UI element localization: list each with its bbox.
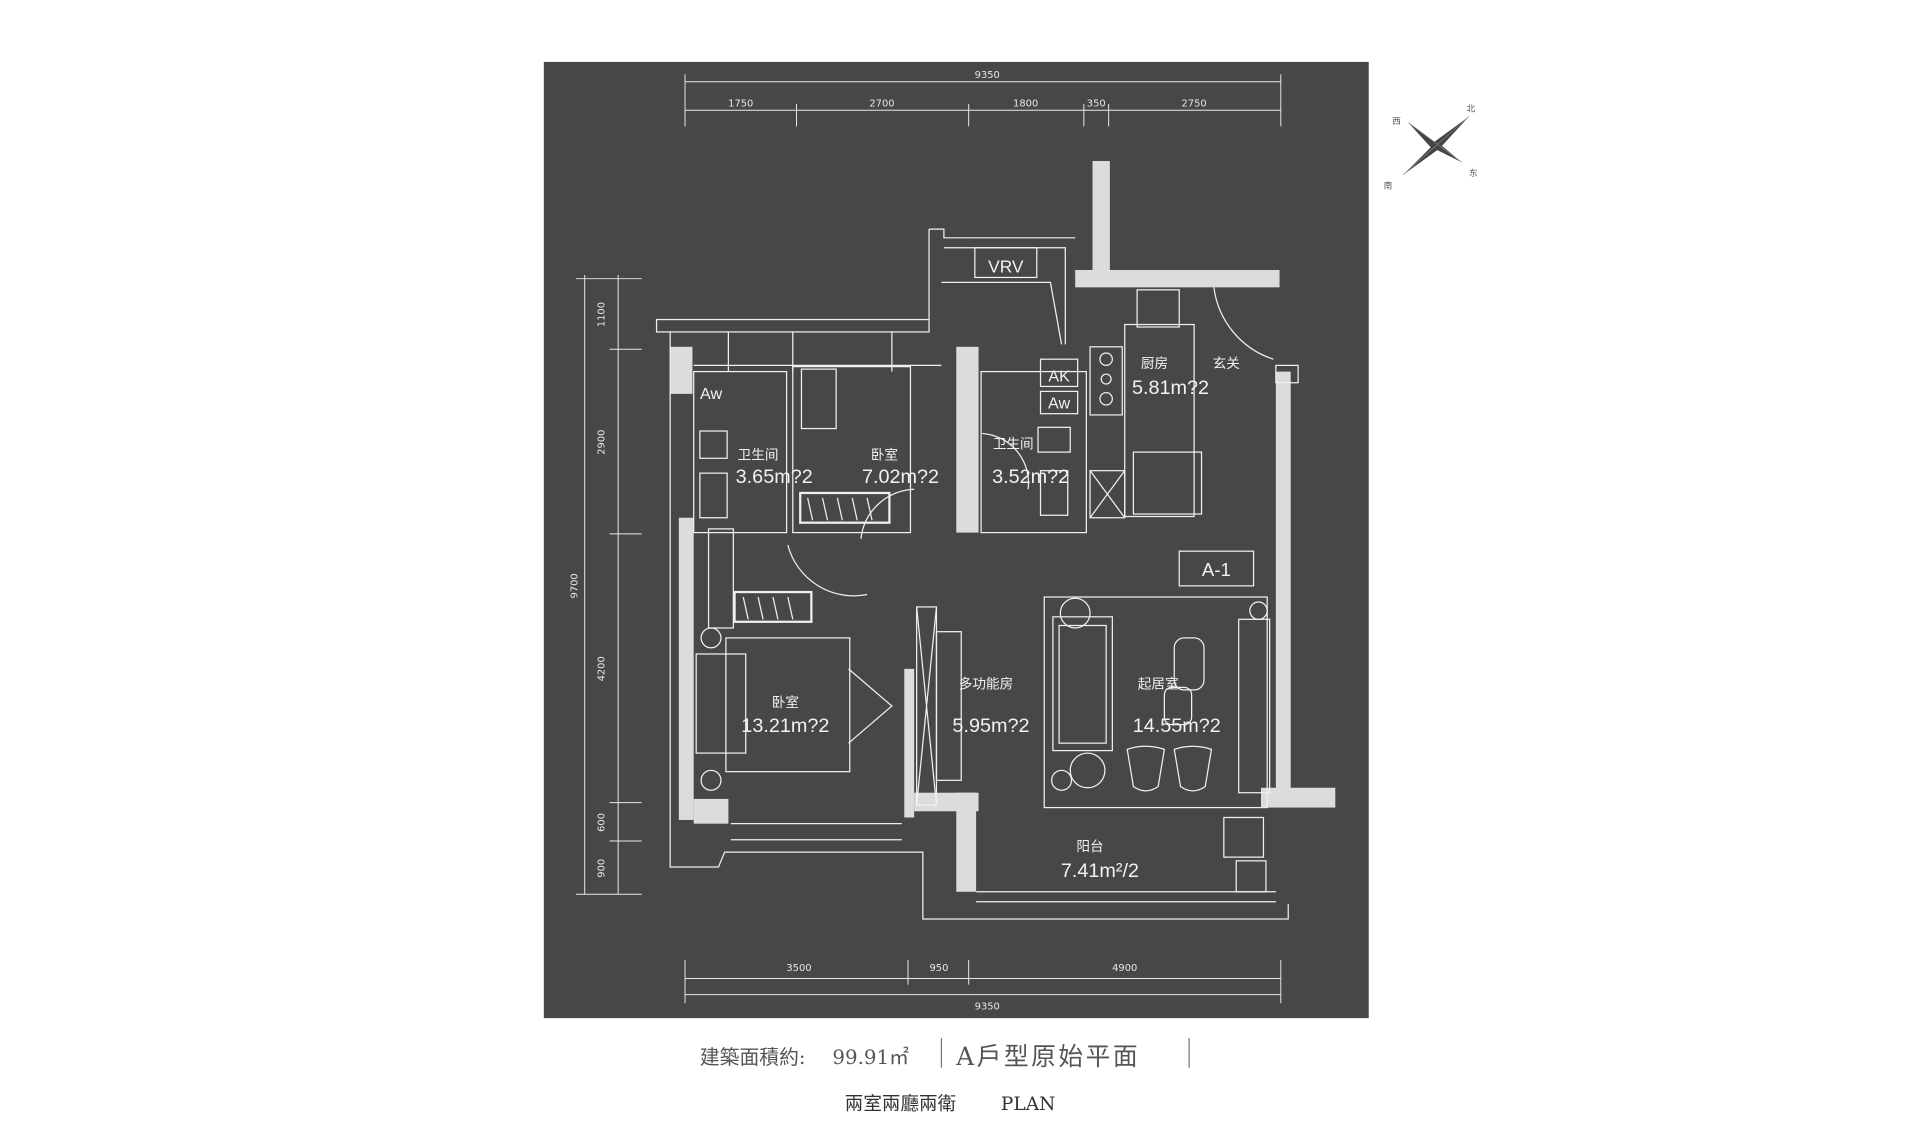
room-area-balcony: 7.41m²/2 [1061, 860, 1139, 882]
room-area-multipurpose: 5.95m?2 [952, 715, 1029, 737]
walls [655, 161, 1336, 920]
aw-label-right: Aw [1048, 395, 1070, 413]
dim-top-3: 1800 [1013, 99, 1038, 110]
dim-top-1: 1750 [728, 99, 753, 110]
room-name-living: 起居室 [1138, 676, 1179, 693]
dim-top-4: 350 [1087, 99, 1106, 110]
dim-bottom-3: 4900 [1112, 963, 1137, 974]
dim-top-5: 2750 [1182, 99, 1207, 110]
room-area-living: 14.55m?2 [1133, 715, 1221, 737]
room-name-kitchen: 厨房 [1141, 356, 1168, 372]
compass-east: 东 [1469, 167, 1478, 179]
dim-bottom-2: 950 [929, 963, 948, 974]
aw-label-left: Aw [700, 385, 722, 403]
dim-top-total: 9350 [975, 70, 1000, 81]
dim-left-5: 900 [597, 859, 608, 878]
compass-south: 南 [1384, 179, 1393, 191]
room-name-multipurpose: 多功能房 [959, 676, 1013, 693]
dim-left-total: 9700 [569, 573, 580, 598]
room-area-bedroom-small: 7.02m?2 [862, 466, 939, 488]
room-name-entry: 玄关 [1213, 355, 1241, 372]
room-name-bedroom-small: 卧室 [871, 447, 898, 464]
room-name-bath-2: 卫生间 [993, 436, 1034, 452]
room-area-bath-1: 3.65m?2 [736, 466, 813, 488]
dim-left-2: 2900 [597, 430, 608, 455]
vrv-box [974, 247, 1038, 279]
bottom-dimensions: 3500 950 4900 9350 [684, 959, 1282, 1012]
dim-left-3: 4200 [597, 656, 608, 681]
top-dimensions: 9350 1750 2700 1800 350 2750 [684, 70, 1282, 127]
plan-subtitle: 兩室兩廳兩衛 [845, 1094, 956, 1115]
room-area-master-bedroom: 13.21m?2 [741, 715, 829, 737]
room-labels: 卫生间 3.65m?2 卧室 7.02m?2 卫生间 3.52m?2 厨房 5.… [736, 355, 1241, 882]
unit-tag: A-1 [1202, 559, 1231, 580]
fixtures [693, 287, 1299, 893]
plan-subtitle-en: PLAN [1001, 1094, 1055, 1115]
area-value: 99.91㎡ [832, 1046, 909, 1069]
ak-label: AK [1048, 367, 1070, 385]
compass-north: 北 [1467, 103, 1476, 114]
room-name-bath-1: 卫生间 [738, 448, 779, 464]
dim-top-2: 2700 [869, 99, 894, 110]
area-label: 建築面積約: [700, 1046, 806, 1069]
dim-bottom-total: 9350 [975, 1001, 1000, 1012]
vrv-label: VRV [988, 256, 1024, 276]
left-dimensions: 1100 2900 4200 600 900 9700 [569, 274, 642, 895]
room-name-balcony: 阳台 [1076, 839, 1103, 855]
compass-west: 西 [1392, 116, 1401, 127]
room-name-master-bedroom: 卧室 [772, 694, 799, 711]
compass-icon: 北 西 东 南 [1384, 103, 1478, 191]
plan-title: A戶型原始平面 [955, 1042, 1140, 1071]
room-area-bath-2: 3.52m?2 [992, 466, 1069, 488]
room-area-kitchen: 5.81m?2 [1132, 377, 1209, 399]
dim-left-1: 1100 [597, 302, 608, 327]
unit-tag-box [1178, 550, 1255, 587]
dim-bottom-1: 3500 [786, 963, 811, 974]
dim-left-4: 600 [597, 813, 608, 832]
